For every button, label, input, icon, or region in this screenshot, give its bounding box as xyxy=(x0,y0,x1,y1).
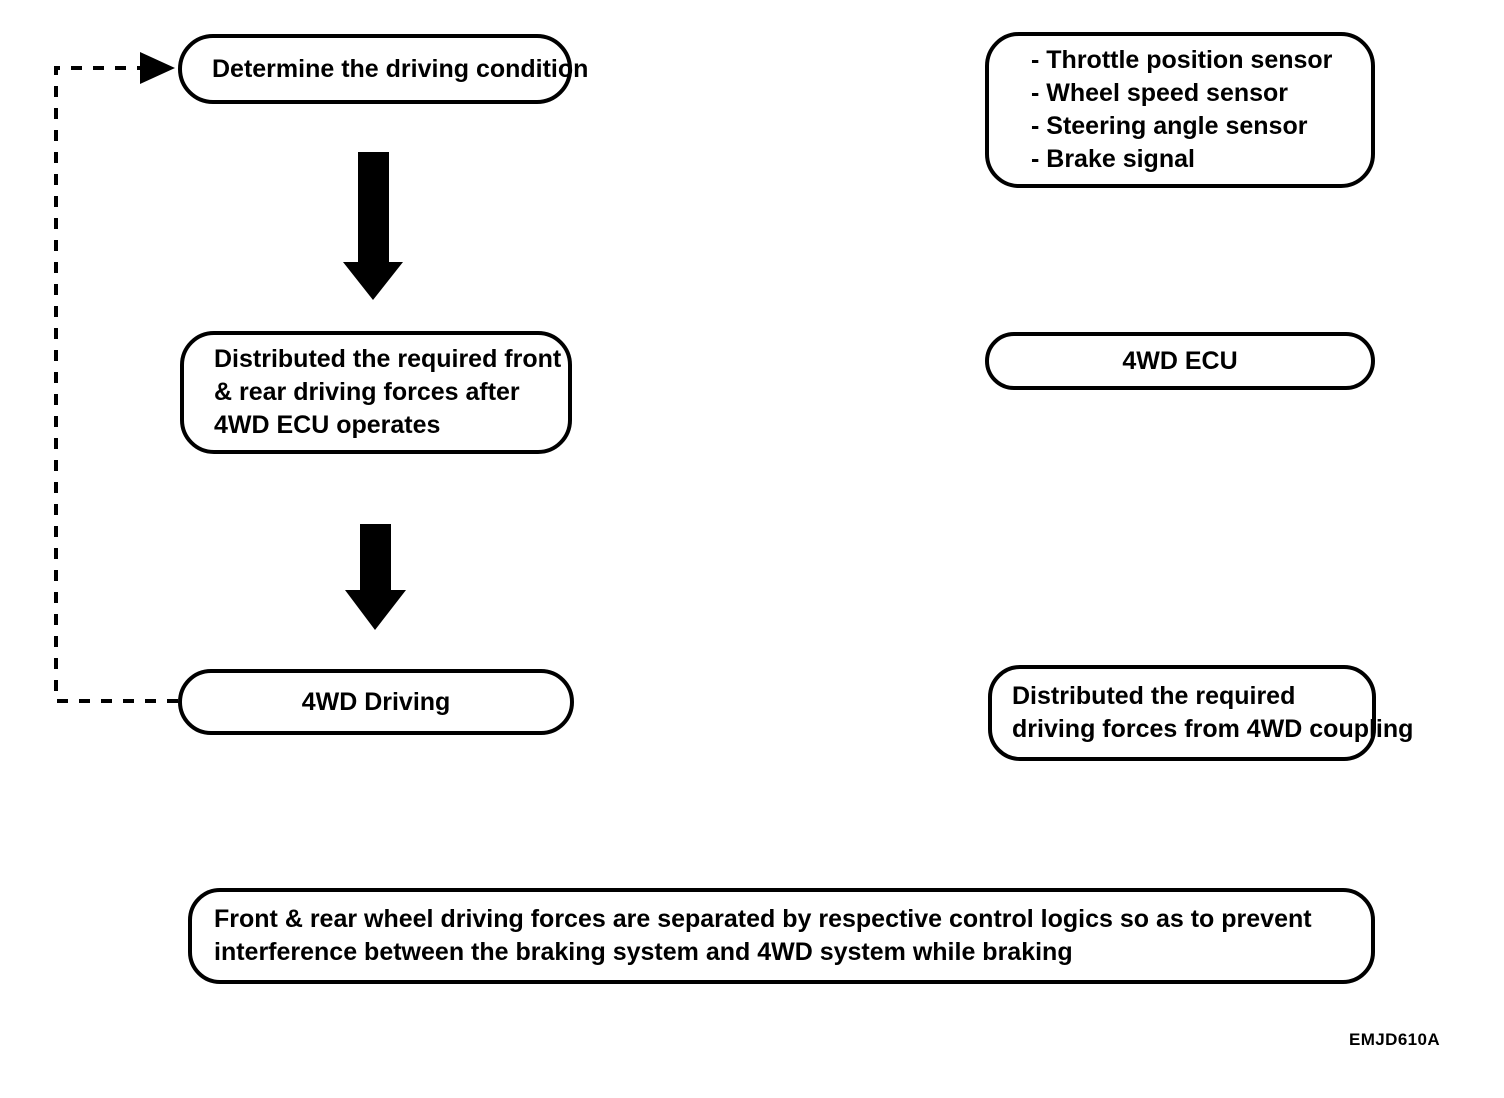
node-distribute-line-0: Distributed the required front xyxy=(214,345,562,373)
node-distribute-front-rear[interactable]: Distributed the required front & rear dr… xyxy=(180,331,572,454)
sensor-item-brake-signal: - Brake signal xyxy=(1031,145,1195,173)
node-distribute-line-2: 4WD ECU operates xyxy=(214,411,441,439)
feedback-loop-icon xyxy=(54,52,178,703)
node-distribute-line-1: & rear driving forces after xyxy=(214,378,520,406)
node-4wd-ecu-label: 4WD ECU xyxy=(1122,346,1238,375)
sensor-item-steering-angle: - Steering angle sensor xyxy=(1031,112,1308,140)
node-footer-note[interactable]: Front & rear wheel driving forces are se… xyxy=(188,888,1375,984)
node-coupling-distribution[interactable]: Distributed the required driving forces … xyxy=(988,665,1414,761)
node-4wd-driving-label: 4WD Driving xyxy=(301,687,451,716)
footer-note-line-1: interference between the braking system … xyxy=(214,938,1073,966)
node-determine-line-0: Determine the driving condition xyxy=(212,54,589,83)
node-coupling-line-0: Distributed the required xyxy=(1012,682,1296,710)
node-coupling-line-1: driving forces from 4WD coupling xyxy=(1012,715,1414,743)
node-4wd-ecu[interactable]: 4WD ECU xyxy=(985,332,1375,390)
sensor-item-throttle-position: - Throttle position sensor xyxy=(1031,46,1333,74)
figure-code-label: EMJD610A xyxy=(1349,1030,1441,1049)
node-sensor-inputs[interactable]: - Throttle position sensor - Wheel speed… xyxy=(985,32,1375,188)
arrow-distribute-to-driving-icon xyxy=(345,524,406,630)
footer-note-line-0: Front & rear wheel driving forces are se… xyxy=(214,905,1312,933)
sensor-item-wheel-speed: - Wheel speed sensor xyxy=(1031,79,1289,107)
arrow-determine-to-distribute-icon xyxy=(343,152,403,300)
node-4wd-driving[interactable]: 4WD Driving xyxy=(178,669,574,735)
node-determine-driving-condition[interactable]: Determine the driving condition xyxy=(178,34,589,104)
